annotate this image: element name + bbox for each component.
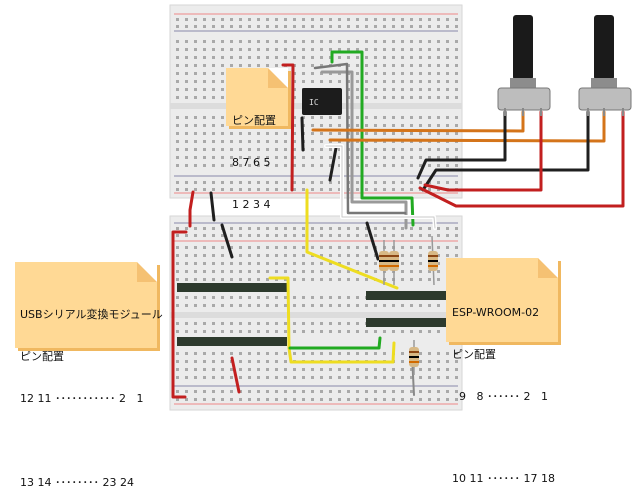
wire-black xyxy=(300,116,305,152)
breadboard-bottom xyxy=(169,215,463,411)
resistor xyxy=(379,240,389,285)
wire-black xyxy=(365,221,380,261)
usb-pinout-note: USBシリアル変換モジュール ピン配置 12 11 ･･･････････ 2 … xyxy=(15,262,163,489)
wire-red xyxy=(171,230,188,399)
ic-label: IC xyxy=(309,98,319,107)
wire-red xyxy=(230,356,241,394)
esp-pinout-subtitle: ピン配置 xyxy=(452,348,496,361)
wire-red xyxy=(188,190,195,228)
ic-pinout-title: ピン配置 xyxy=(232,114,276,127)
usb-pinout-title: USBシリアル変換モジュール xyxy=(20,308,163,321)
wire-red xyxy=(423,110,543,192)
wire-black xyxy=(328,146,338,182)
wire-black xyxy=(421,110,590,192)
usb-module-header-bottom xyxy=(177,337,287,346)
ic-pinout-row2: 1 2 3 4 xyxy=(232,198,271,211)
potentiometer-right xyxy=(578,15,632,116)
wire-white-edge xyxy=(325,145,436,229)
wire-green xyxy=(330,50,415,227)
usb-pinout-row2: 13 14 ････････ 23 24 xyxy=(20,476,134,489)
breadboard-bottom-holes xyxy=(176,227,458,401)
esp-pinout-row1: 9 8 ･･････ 2 1 xyxy=(452,390,548,403)
resistor xyxy=(409,340,419,375)
wire-gray xyxy=(313,62,407,215)
wire-black xyxy=(416,110,507,180)
usb-module-header-top xyxy=(177,283,287,292)
esp-pinout-row2: 10 11 ･･････ 17 18 xyxy=(452,472,555,485)
wire-green xyxy=(288,336,382,350)
wires xyxy=(171,50,625,399)
resistor xyxy=(428,235,438,286)
esp-pinout-title: ESP-WROOM-02 xyxy=(452,306,540,319)
wire-red xyxy=(418,110,625,208)
ic-chip: IC xyxy=(302,88,342,115)
wire-yellow xyxy=(305,188,399,290)
esp-module-header-top xyxy=(366,291,456,300)
wire-orange xyxy=(328,110,606,143)
ic-pinout-row1: 8 7 6 5 xyxy=(232,156,271,169)
esp-pinout-note: ESP-WROOM-02 ピン配置 9 8 ･･････ 2 1 10 11 ･… xyxy=(446,258,558,485)
wire-orange xyxy=(311,110,525,133)
usb-pinout-row1: 12 11 ･･･････････ 2 1 xyxy=(20,392,144,405)
wire-black xyxy=(220,223,234,259)
resistors xyxy=(379,235,438,375)
resistor xyxy=(389,240,399,285)
esp-module-header-bottom xyxy=(366,318,456,327)
ic-pinout-note: ピン配置 8 7 6 5 1 2 3 4 xyxy=(226,68,288,211)
wire-black xyxy=(209,191,216,222)
wire-red xyxy=(281,63,295,192)
wire-gray xyxy=(320,70,408,230)
potentiometer-left xyxy=(497,15,551,116)
wire-yellow xyxy=(268,276,396,364)
circuit-diagram: IC xyxy=(169,4,632,411)
usb-pinout-subtitle: ピン配置 xyxy=(20,350,64,363)
